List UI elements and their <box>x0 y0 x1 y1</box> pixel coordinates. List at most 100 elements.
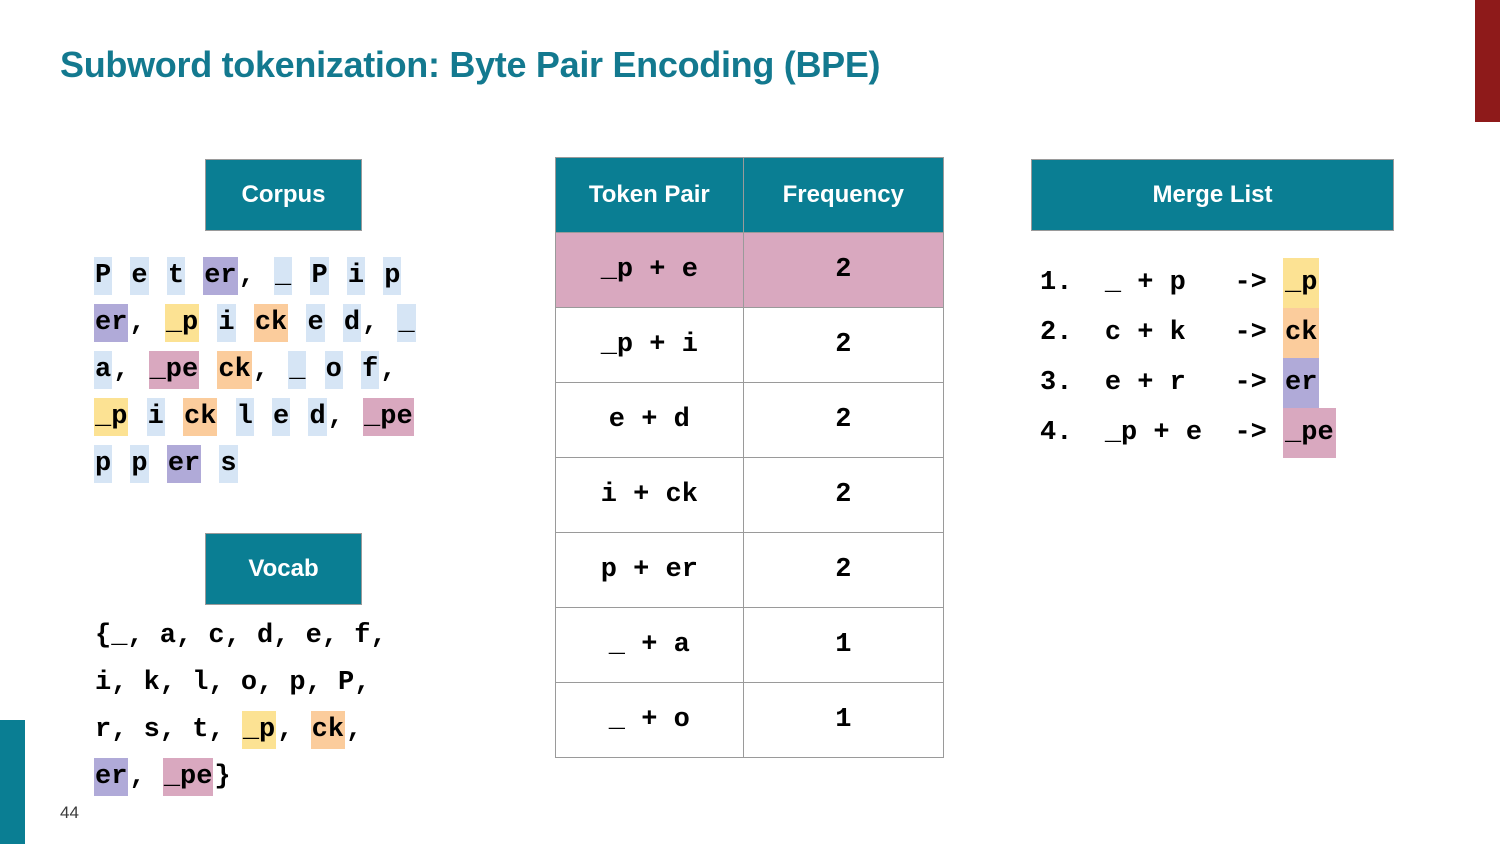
token-chip: s <box>219 445 238 483</box>
token-chip: _pe <box>148 351 200 389</box>
merge-result-token: er <box>1283 358 1320 408</box>
token-separator <box>128 398 146 436</box>
token-separator: i, k, l, o, p, P, <box>95 668 371 698</box>
token-separator: } <box>214 762 231 792</box>
token-chip: er <box>94 758 129 796</box>
token-separator <box>379 304 397 342</box>
cell-token-pair: _p + e <box>555 232 744 308</box>
token-chip: e <box>306 304 325 342</box>
token-chip: t <box>166 257 186 295</box>
cell-frequency: 1 <box>742 607 945 683</box>
token-chip: a <box>94 351 113 389</box>
cell-token-pair: i + ck <box>555 457 744 533</box>
token-line: er, _p i ck e d, _ <box>94 300 494 347</box>
token-chip: _ <box>397 304 416 342</box>
token-chip: ck <box>183 398 218 436</box>
arrow-icon: -> <box>1234 268 1284 298</box>
token-chip: i <box>346 257 366 295</box>
token-chip: ck <box>217 351 252 389</box>
token-chip: l <box>235 398 254 436</box>
token-separator <box>256 257 274 295</box>
token-separator: , <box>129 762 162 792</box>
arrow-icon: -> <box>1234 368 1284 398</box>
page-number: 44 <box>60 803 79 822</box>
corpus-header-chip: Corpus <box>205 159 362 231</box>
token-separator <box>217 398 235 436</box>
merge-list-item: 4. _p + e -> _pe <box>1040 408 1440 458</box>
token-chip: f <box>361 351 380 389</box>
cell-token-pair: p + er <box>555 532 744 608</box>
token-line: r, s, t, _p, ck, <box>94 707 494 754</box>
token-chip: p <box>383 257 402 295</box>
token-chip: p <box>130 445 149 483</box>
token-separator <box>270 351 288 389</box>
token-separator: , <box>129 308 146 338</box>
merge-index: 4. <box>1040 418 1105 448</box>
token-separator <box>147 304 165 342</box>
token-line: p p er s <box>94 441 494 488</box>
cell-frequency: 2 <box>742 307 945 383</box>
corpus-header-label: Corpus <box>241 181 326 208</box>
token-line: {_, a, c, d, e, f, <box>94 613 494 660</box>
column-header-token-pair: Token Pair <box>555 157 744 233</box>
token-separator <box>165 398 183 436</box>
merge-list-header-chip: Merge List <box>1031 159 1394 231</box>
token-line: a, _pe ck, _ o f, <box>94 347 494 394</box>
token-chip: i <box>146 398 165 436</box>
token-separator <box>306 351 324 389</box>
decorative-bar-top-right <box>1475 0 1500 122</box>
token-separator <box>201 445 219 483</box>
token-separator <box>236 304 254 342</box>
token-chip: p <box>94 445 113 483</box>
merge-list-item: 1. _ + p -> _p <box>1040 258 1440 308</box>
merge-result-token: ck <box>1283 308 1320 358</box>
cell-frequency: 2 <box>742 232 945 308</box>
token-separator <box>185 257 203 295</box>
vocab-header-label: Vocab <box>248 555 319 582</box>
token-separator: , <box>252 355 270 385</box>
arrow-icon: -> <box>1234 318 1284 348</box>
token-separator: , <box>380 355 397 385</box>
token-separator: , <box>327 402 344 432</box>
token-line: P e t er, _ P i p <box>94 253 494 300</box>
token-chip: er <box>166 445 202 483</box>
token-separator <box>149 445 167 483</box>
vocab-header-chip: Vocab <box>205 533 362 605</box>
cell-token-pair: _ + o <box>555 682 744 758</box>
token-separator <box>325 304 343 342</box>
token-separator <box>149 257 167 295</box>
token-separator <box>292 257 310 295</box>
token-chip: P <box>310 257 329 295</box>
token-separator: , <box>113 355 130 385</box>
merge-index: 3. <box>1040 368 1105 398</box>
token-separator <box>290 398 308 436</box>
token-chip: ck <box>253 304 289 342</box>
token-separator <box>199 304 217 342</box>
token-chip: er <box>94 304 129 342</box>
merge-operands: _ + p <box>1104 268 1235 298</box>
token-separator <box>130 351 148 389</box>
token-chip: o <box>324 351 343 389</box>
cell-frequency: 2 <box>742 457 945 533</box>
decorative-bar-bottom-left <box>0 720 25 844</box>
cell-frequency: 2 <box>742 382 945 458</box>
merge-list-header-label: Merge List <box>1152 181 1273 208</box>
token-chip: _p <box>241 711 277 749</box>
token-separator <box>329 257 347 295</box>
merge-index: 2. <box>1040 318 1105 348</box>
token-separator: , <box>362 308 379 338</box>
cell-token-pair: e + d <box>555 382 744 458</box>
token-separator: r, s, t, <box>95 715 241 745</box>
token-chip: er <box>203 257 238 295</box>
token-chip: ck <box>310 711 346 749</box>
token-separator: {_, a, c, d, e, f, <box>95 621 387 651</box>
